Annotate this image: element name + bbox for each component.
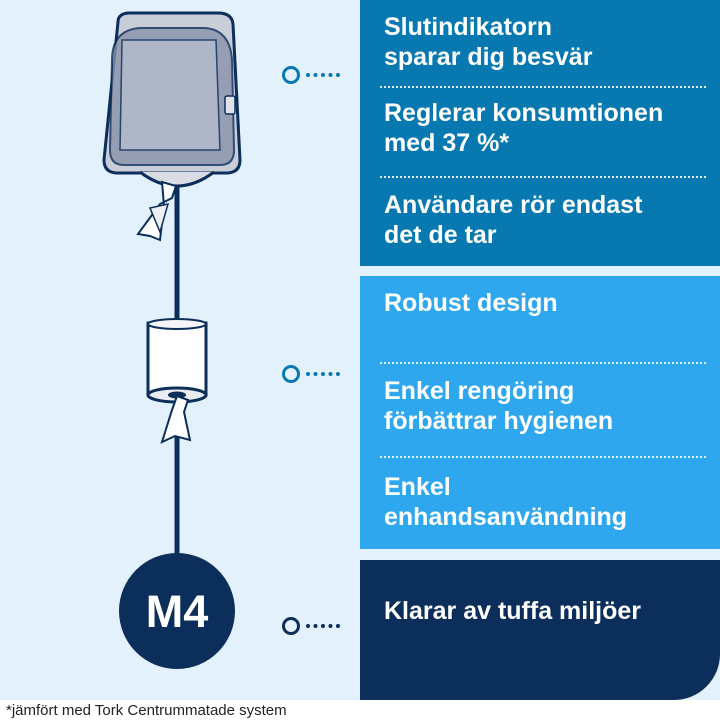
m4-badge-label: M4 xyxy=(146,586,209,637)
feature-item: Klarar av tuffa miljöer xyxy=(384,597,642,625)
product-illustration: M4 xyxy=(102,11,242,669)
ring-connector-icon xyxy=(282,617,300,635)
divider xyxy=(380,362,706,364)
feature-item: Reglerar konsumtionen med 37 %* xyxy=(384,99,664,157)
paper-dispenser-icon xyxy=(102,11,242,242)
feature-panel-middle: Robust design Enkel rengöring förbättrar… xyxy=(360,276,720,549)
feature-panel-bottom: Klarar av tuffa miljöer xyxy=(360,560,720,700)
footnote: *jämfört med Tork Centrummatade system xyxy=(6,702,287,719)
feature-item: Robust design xyxy=(384,289,558,317)
feature-item: Enkel rengöring förbättrar hygienen xyxy=(384,377,614,435)
feature-item: Slutindikatorn sparar dig besvär xyxy=(384,13,593,71)
ring-connector-icon xyxy=(282,365,300,383)
m4-badge xyxy=(119,553,235,669)
feature-item: Användare rör endast det de tar xyxy=(384,191,643,249)
divider xyxy=(380,456,706,458)
divider xyxy=(380,86,706,88)
feature-panel-top: Slutindikatorn sparar dig besvär Reglera… xyxy=(360,0,720,266)
ring-connector-icon xyxy=(282,66,300,84)
divider xyxy=(380,176,706,178)
paper-roll-icon xyxy=(146,318,208,444)
feature-item: Enkel enhandsanvändning xyxy=(384,473,628,531)
